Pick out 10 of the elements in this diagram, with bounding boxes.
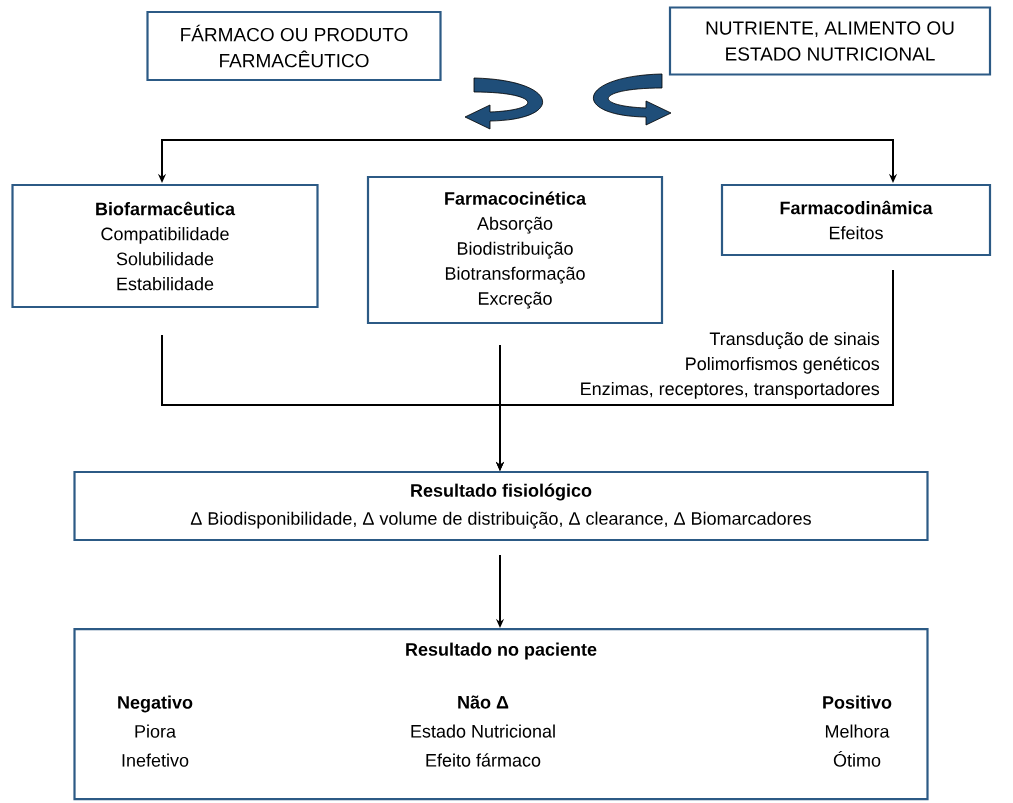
input-box: NUTRIENTE, ALIMENTO OU ESTADO NUTRICIONAL xyxy=(668,6,992,76)
result-box: Resultado no paciente Negativo Piora Inefetivo Não Δ Estado Nutricional Efeito fármaco Positivo Melhora Ótimo xyxy=(73,628,929,801)
input-box: FÁRMACO OU PRODUTO FARMACÊUTICO xyxy=(146,10,442,82)
note-text: Transdução de sinais xyxy=(709,331,880,349)
result-box: Resultado fisiológico Δ Biodisponibilidade, Δ volume de distribuição, Δ clearance, Δ Biomarcadores xyxy=(73,470,929,542)
note-text: Enzimas, receptores, transportadores xyxy=(581,381,880,399)
note-text: Polimorfismos genéticos xyxy=(686,356,880,374)
category-box: Biofarmacêutica Compatibilidade Solubilidade Estabilidade xyxy=(11,183,319,309)
category-box: Farmacocinética Absorção Biodistribuição Biotransformação Excreção xyxy=(366,175,664,325)
category-box: Farmacodinâmica Efeitos xyxy=(720,183,992,257)
